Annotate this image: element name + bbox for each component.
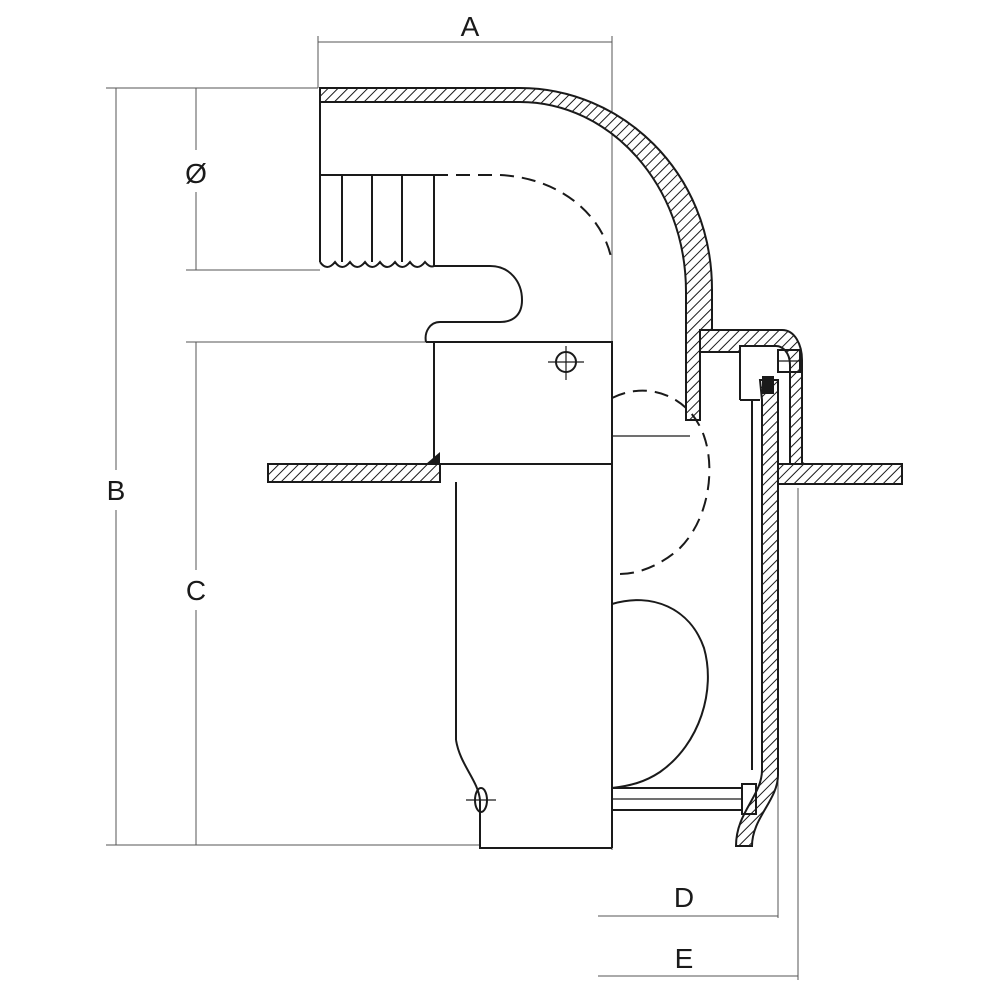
label-e: E bbox=[675, 943, 694, 974]
label-diameter: Ø bbox=[185, 158, 207, 189]
float-housing bbox=[699, 329, 803, 847]
dimension-diameter: Ø bbox=[185, 88, 320, 271]
deck-plate bbox=[267, 452, 903, 485]
bottom-plate bbox=[611, 783, 757, 815]
label-a: A bbox=[461, 11, 480, 42]
float-balls bbox=[611, 389, 711, 789]
seal-icon bbox=[762, 376, 774, 394]
label-c: C bbox=[186, 575, 206, 606]
elbow-body bbox=[319, 87, 713, 421]
label-b: B bbox=[107, 475, 126, 506]
dimension-e: E bbox=[598, 488, 799, 980]
dimension-b: B bbox=[106, 87, 480, 846]
label-d: D bbox=[674, 882, 694, 913]
upper-body bbox=[426, 341, 690, 465]
dimension-c: C bbox=[186, 341, 430, 845]
nut-icon bbox=[741, 783, 757, 815]
dimension-a: A bbox=[317, 11, 613, 850]
lower-body bbox=[455, 342, 613, 849]
